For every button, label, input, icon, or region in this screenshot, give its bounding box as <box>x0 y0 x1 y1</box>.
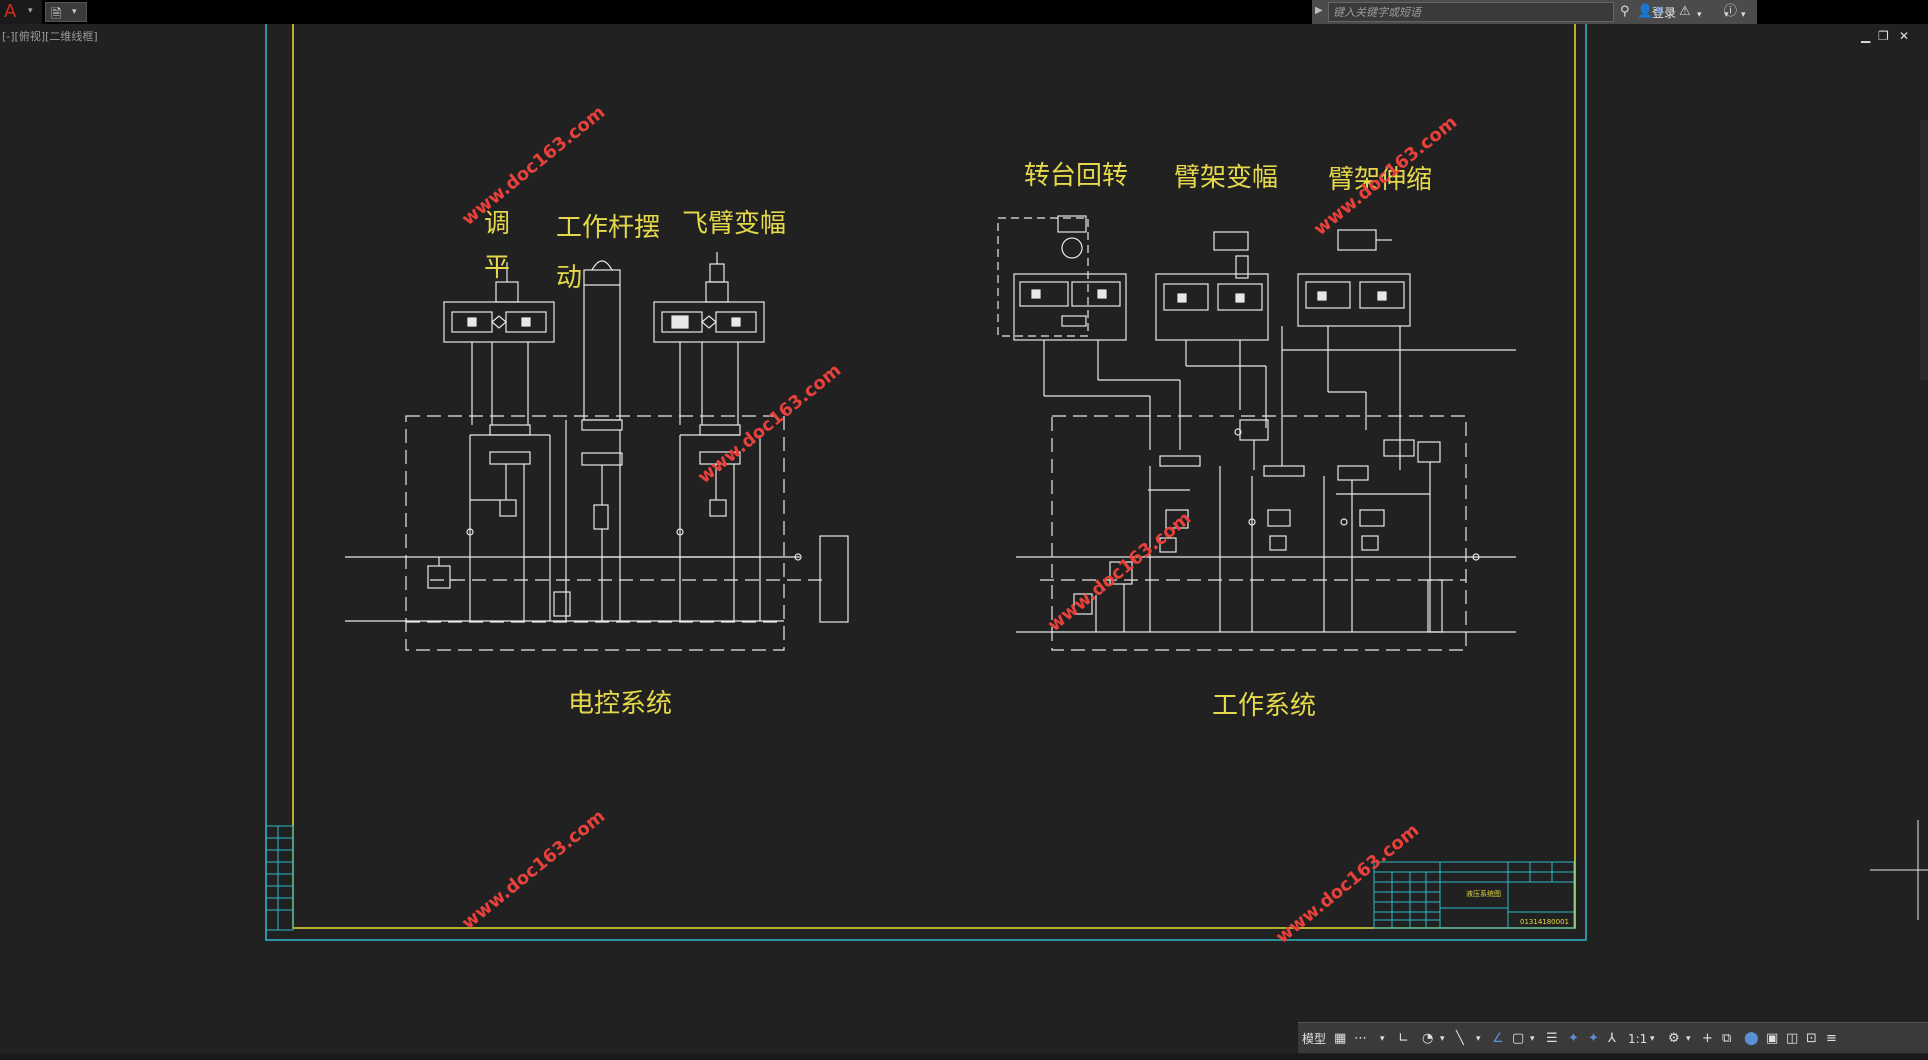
autodesk-account-icon[interactable]: ⚠ <box>1679 4 1691 19</box>
chevron-down-icon[interactable]: ▾ <box>1724 10 1729 20</box>
chevron-down-icon[interactable]: ▾ <box>1741 10 1746 20</box>
exchange-apps-icon[interactable]: ✕ <box>1654 4 1665 19</box>
application-menu-button[interactable]: A ▾ <box>0 0 42 24</box>
chevron-down-icon[interactable]: ▾ <box>1440 1034 1445 1044</box>
fullscreen-icon[interactable]: ⊡ <box>1806 1031 1817 1046</box>
status-toolbar: 模型 ▦ ⋯ ▾ ∟ ◔ ▾ ╲ ▾ ∠ ▢ ▾ ☰ ✦ ✦ ⅄ 1:1 ▾ ⚙… <box>1298 1022 1928 1053</box>
crosshair-cursor <box>1870 820 1928 920</box>
label-tiaoping-1: 调 <box>484 209 510 239</box>
label-zhuantai: 转台回转 <box>1024 161 1128 191</box>
title-block <box>1373 861 1575 929</box>
clean-screen-icon[interactable]: ◫ <box>1786 1031 1799 1046</box>
object-snap-icon[interactable]: ▢ <box>1512 1031 1525 1046</box>
lineweight-icon[interactable]: ☰ <box>1546 1031 1558 1046</box>
user-icon: 👤 <box>1637 4 1654 19</box>
annotation-visibility-icon[interactable]: ✦ <box>1568 1031 1579 1046</box>
watermark: www.doc163.com <box>458 102 609 230</box>
schematic-electric-control <box>345 252 849 651</box>
watermark: www.doc163.com <box>694 360 845 488</box>
label-feibi: 飞臂变幅 <box>682 209 786 239</box>
chevron-down-icon: ▾ <box>72 7 77 17</box>
label-bijia-shensuo: 臂架伸缩 <box>1328 165 1432 195</box>
status-bar: 模型 ▦ ⋯ ▾ ∟ ◔ ▾ ╲ ▾ ∠ ▢ ▾ ☰ ✦ ✦ ⅄ 1:1 ▾ ⚙… <box>0 1020 1928 1060</box>
expand-arrow-icon[interactable]: ▶ <box>1315 5 1323 16</box>
customization-menu-icon[interactable]: ≡ <box>1826 1031 1837 1046</box>
close-icon[interactable]: ✕ <box>1899 29 1910 43</box>
chevron-down-icon[interactable]: ▾ <box>1686 1034 1691 1044</box>
label-gongzuo-2: 动 <box>556 263 582 293</box>
chevron-down-icon[interactable]: ▾ <box>1530 1034 1535 1044</box>
bottom-edge <box>0 1054 1928 1060</box>
chevron-down-icon[interactable]: ▾ <box>1476 1034 1481 1044</box>
label-diankong: 电控系统 <box>568 689 672 719</box>
right-panel-edge[interactable] <box>1920 120 1928 380</box>
watermark: www.doc163.com <box>458 806 609 934</box>
units-icon[interactable]: ⧉ <box>1722 1031 1732 1046</box>
search-input[interactable] <box>1328 2 1614 22</box>
snap-icon[interactable]: ⋯ <box>1354 1031 1367 1046</box>
polar-tracking-icon[interactable]: ◔ <box>1422 1031 1434 1046</box>
auto-scale-icon[interactable]: ✦ <box>1588 1031 1599 1046</box>
label-tiaoping-2: 平 <box>484 253 510 283</box>
schematic-working-system <box>997 215 1516 651</box>
viewport-controls-label[interactable]: [-][俯视][二维线框] <box>2 30 98 43</box>
binoculars-icon[interactable]: ⚲ <box>1620 4 1630 19</box>
isolate-objects-icon[interactable]: ⬤ <box>1744 1031 1759 1046</box>
title-bar: A ▾ 🗎 ▾ ▶ ⚲ 👤 登录 ▾ ✕ ⚠ ▾ ⓘ ▾ <box>0 0 1928 24</box>
infocenter-bar: ▶ ⚲ 👤 登录 ▾ <box>1312 0 1757 24</box>
object-snap-tracking-icon[interactable]: ∠ <box>1492 1031 1504 1046</box>
title-block-number: 01314180001 <box>1520 918 1569 926</box>
login-button[interactable]: 登录 <box>1652 6 1677 20</box>
label-bijia-bianfu: 臂架变幅 <box>1174 163 1278 193</box>
binding-strip <box>265 825 294 931</box>
model-space-button[interactable]: 模型 <box>1302 1032 1327 1046</box>
document-icon: 🗎 <box>51 7 62 22</box>
chevron-down-icon: ▾ <box>28 6 33 16</box>
chevron-down-icon[interactable]: ▾ <box>1697 10 1702 20</box>
quick-access-toolbar[interactable]: 🗎 ▾ <box>45 2 87 22</box>
ortho-icon[interactable]: ∟ <box>1398 1031 1409 1046</box>
grid-icon[interactable]: ▦ <box>1334 1031 1347 1046</box>
chevron-down-icon[interactable]: ▾ <box>1380 1034 1385 1044</box>
title-block-name: 液压系统图 <box>1466 889 1501 898</box>
workspace-gear-icon[interactable]: ⚙ <box>1668 1031 1680 1046</box>
scale-selector[interactable]: 1:1 <box>1628 1032 1648 1046</box>
label-gongzuo-sys: 工作系统 <box>1212 691 1316 721</box>
graphics-performance-icon[interactable]: ▣ <box>1766 1031 1779 1046</box>
drawing-canvas[interactable]: 调 平 工作杆摆 动 飞臂变幅 转台回转 臂架变幅 臂架伸缩 电控系统 工作系统… <box>0 24 1928 1020</box>
minimize-icon[interactable]: ▁ <box>1861 29 1871 43</box>
autocad-logo-icon: A <box>4 1 17 22</box>
isodraft-icon[interactable]: ╲ <box>1456 1031 1464 1046</box>
restore-icon[interactable]: ❐ <box>1878 29 1889 43</box>
outer-frame <box>265 24 1587 941</box>
watermark: www.doc163.com <box>1044 508 1195 636</box>
help-icon[interactable]: ⓘ <box>1724 4 1738 19</box>
plus-icon[interactable]: + <box>1702 1031 1713 1046</box>
chevron-down-icon[interactable]: ▾ <box>1650 1034 1655 1044</box>
label-gongzuo-1: 工作杆摆 <box>556 213 660 243</box>
annotation-scale-icon[interactable]: ⅄ <box>1608 1031 1616 1046</box>
inner-frame <box>292 24 1576 929</box>
